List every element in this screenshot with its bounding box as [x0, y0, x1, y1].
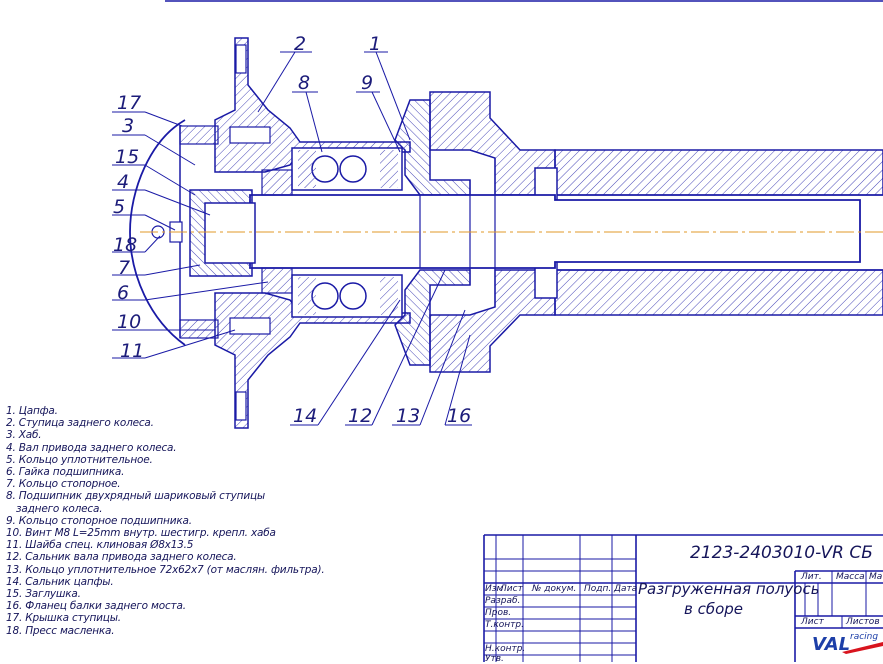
callout-1: 1 [369, 33, 382, 55]
legend-item: 14. Сальник цапфы. [6, 575, 114, 588]
list-label: Лист [801, 617, 824, 627]
hub-cap [129, 119, 293, 346]
axle-housing [554, 149, 883, 316]
callout-15: 15 [115, 146, 140, 168]
legend-item: 4. Вал привода заднего колеса. [6, 441, 177, 454]
col-list: Лист [500, 584, 523, 594]
legend-item: 9. Кольцо стопорное подшипника. [6, 514, 192, 527]
legend-item: 2. Ступица заднего колеса. [6, 417, 154, 430]
callout-10: 10 [117, 311, 142, 333]
callout-18: 18 [113, 234, 138, 256]
legend-item: 12. Сальник вала привода заднего колеса. [6, 551, 237, 564]
legend-item: 6. Гайка подшипника. [6, 466, 125, 479]
legend-item: 8. Подшипник двухрядный шариковый ступиц… [6, 490, 266, 503]
logo-swoosh-icon [842, 642, 883, 654]
leader-lines [112, 51, 472, 426]
legend-item: 10. Винт М8 L=25mm внутр. шестигр. крепл… [6, 527, 276, 540]
listov-label: Листов [846, 617, 880, 627]
row-prov: Пров. [485, 608, 512, 618]
row-razrab: Разраб. [485, 596, 521, 606]
callout-14: 14 [293, 405, 318, 427]
col-docnum: № докум. [532, 584, 577, 594]
legend-item: 16. Фланец балки заднего моста. [6, 600, 186, 613]
legend-item: 18. Пресс масленка. [6, 624, 115, 637]
massa-header: Масса [836, 572, 865, 582]
legend-item: 15. Заглушка. [6, 588, 81, 601]
callout-2: 2 [294, 33, 307, 55]
masshtab-header: Ма [869, 572, 883, 582]
callout-13: 13 [396, 405, 421, 427]
callout-7: 7 [118, 257, 131, 279]
title-block [483, 534, 883, 662]
col-izm: Изм [485, 584, 504, 594]
col-date: Дата [614, 584, 638, 594]
bearing [291, 147, 403, 318]
drawing-name-line2: в сборе [684, 600, 744, 618]
legend-item: 17. Крышка ступицы. [6, 612, 121, 625]
val-logo: VAL [812, 634, 851, 655]
legend-item: 13. Кольцо уплотнительное 72x62x7 (от ма… [6, 563, 325, 576]
legend-item: 11. Шайба спец. клиновая Ø8x13.5 [6, 539, 194, 552]
row-utv: Утв. [485, 654, 504, 664]
callout-8: 8 [298, 72, 311, 94]
legend-item: 3. Хаб. [6, 429, 42, 442]
callout-11: 11 [120, 340, 145, 362]
drawing-name-line1: Разгруженная полуось [638, 580, 820, 598]
racing-logo-text: racing [850, 632, 879, 642]
drawing-designation: 2123-2403010-VR СБ [690, 543, 873, 563]
legend-item: 5. Кольцо уплотнительное. [6, 453, 153, 466]
col-sign: Подп. [584, 584, 612, 594]
callout-17: 17 [117, 92, 142, 114]
callout-6: 6 [117, 282, 130, 304]
legend-item: 7. Кольцо стопорное. [6, 478, 121, 491]
callout-5: 5 [113, 196, 126, 218]
callout-16: 16 [447, 405, 472, 427]
row-tkontr: Т.контр. [485, 620, 525, 630]
row-nkontr: Н.контр. [485, 644, 526, 654]
legend-item: заднего колеса. [16, 502, 103, 515]
legend-item: 1. Цапфа. [6, 405, 58, 417]
callout-4: 4 [117, 171, 130, 193]
lit-header: Лит. [801, 572, 822, 582]
callout-9: 9 [361, 72, 374, 94]
callout-3: 3 [122, 115, 135, 137]
callout-12: 12 [348, 405, 373, 427]
parts-legend: 1. Цапфа. 2. Ступица заднего колеса. 3. … [6, 405, 325, 637]
